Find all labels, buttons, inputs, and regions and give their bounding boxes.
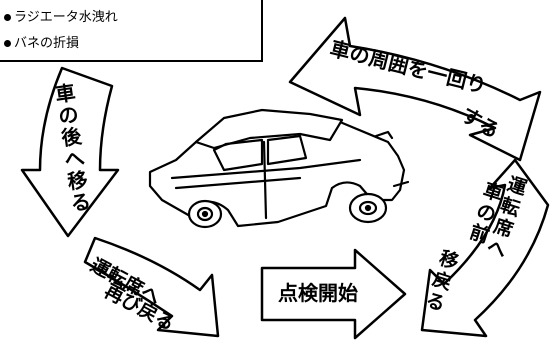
legend-box: ラジエータ水洩れ バネの折損 [0, 0, 263, 62]
start-label: 点検開始 [278, 281, 358, 305]
car-illustration [148, 108, 410, 229]
legend-item-spring: バネの折損 [4, 32, 79, 51]
legend-item-radiator: ラジエータ水洩れ [4, 6, 118, 25]
back-to-driver-arrow [83, 236, 220, 338]
to-front-arrow [420, 158, 550, 338]
bullet-icon [4, 14, 11, 21]
around-car-arrow [288, 16, 542, 162]
start-arrow [260, 248, 407, 340]
bullet-icon [4, 40, 11, 47]
to-rear-arrow [20, 66, 120, 238]
